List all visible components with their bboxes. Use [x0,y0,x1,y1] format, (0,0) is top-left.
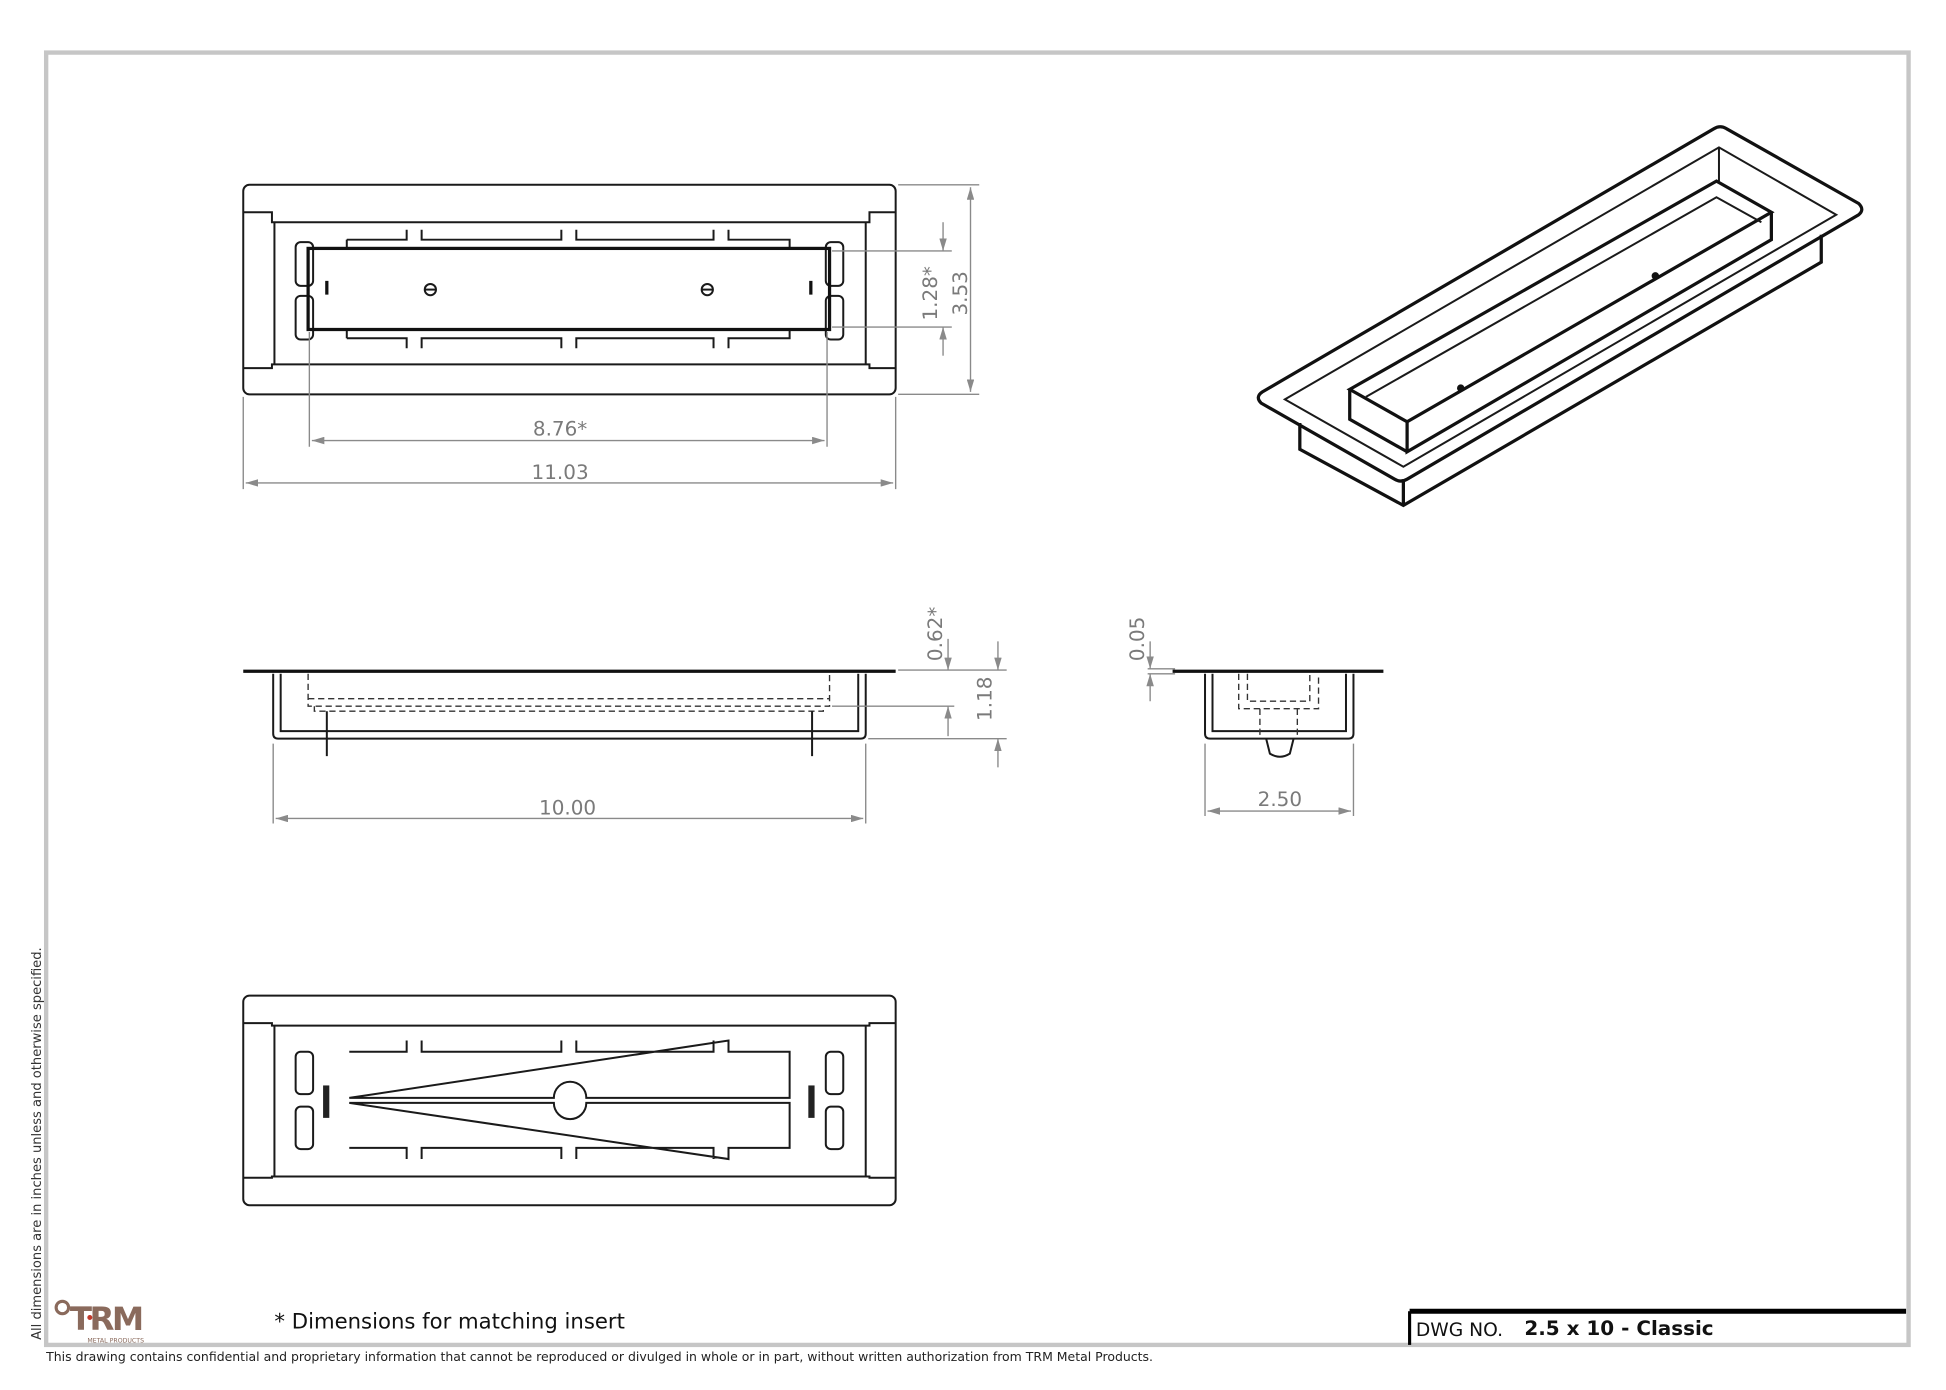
dim-overall-depth: 1.18 [973,677,997,721]
screw-icon [1457,384,1465,392]
top-view: 8.76* 11.03 1.28* 3.53 [242,183,980,490]
dim-overall-length: 11.03 [532,460,589,484]
logo-text: TRM [70,1300,142,1338]
dim-flange-thickness: 0.05 [1125,617,1149,661]
dim-body-length: 10.00 [539,796,596,820]
bottom-view [242,994,897,1207]
end-view: 2.50 0.05 [1125,617,1384,817]
side-view: 10.00 0.62* 1.18 [243,607,1007,824]
isometric-view [1256,125,1864,508]
screw-icon [700,282,714,297]
dwg-no-label: DWG NO. [1416,1320,1503,1341]
dim-overall-width: 3.53 [948,271,972,315]
insert-note: * Dimensions for matching insert [274,1309,625,1334]
title-block: DWG NO. 2.5 x 10 - Classic [1408,1308,1907,1345]
confidentiality-notice: This drawing contains confidential and p… [45,1349,1153,1364]
logo-subtext: METAL PRODUCTS [87,1337,144,1344]
dim-body-width: 2.50 [1258,787,1302,811]
dim-insert-length: 8.76* [533,417,587,441]
trm-logo: TRM METAL PRODUCTS [54,1299,144,1344]
dim-insert-depth: 0.62* [923,607,947,661]
units-note: All dimensions are in inches unless and … [30,947,45,1340]
screw-icon [423,282,437,297]
dim-insert-width: 1.28* [918,266,942,320]
sheet-border [43,50,1911,1348]
screw-icon [1651,272,1660,280]
dwg-no-value: 2.5 x 10 - Classic [1524,1316,1713,1340]
